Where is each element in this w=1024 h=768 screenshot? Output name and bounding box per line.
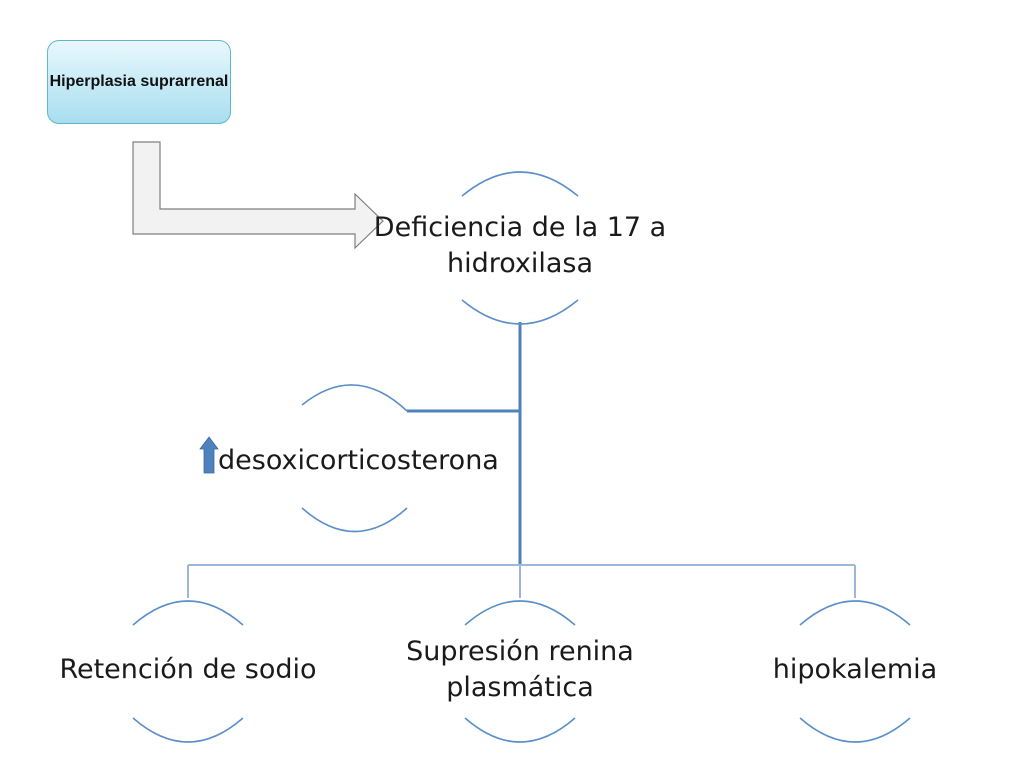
- effect-center-arc-bottom: [464, 717, 576, 743]
- effect-left-arc-bottom: [132, 717, 244, 743]
- up-arrow-icon: [199, 436, 219, 474]
- start-node-hiperplasia: Hiperplasia suprarrenal: [47, 40, 231, 124]
- effects-bus: [187, 564, 856, 598]
- node-arcs: [132, 171, 911, 743]
- intermediate-arc-bottom: [301, 507, 408, 533]
- effect-left-arc-top: [132, 600, 244, 626]
- main-node-deficiencia: Deficiencia de la 17 a hidroxilasa: [370, 210, 670, 282]
- effect-node-supresion-renina: Supresión renina plasmática: [392, 634, 648, 706]
- effect-node-retencion-sodio: Retención de sodio: [48, 652, 328, 688]
- start-node-label: Hiperplasia suprarrenal: [49, 73, 229, 90]
- intermediate-arc-top: [301, 384, 408, 412]
- intermediate-node-label: desoxicorticosterona: [218, 445, 499, 476]
- effect-right-arc-bottom: [799, 717, 911, 743]
- main-arc-top: [461, 171, 579, 197]
- main-arc-bottom: [461, 299, 579, 325]
- effect-node-label: Supresión renina plasmática: [406, 636, 634, 703]
- connector-lines: [407, 322, 522, 565]
- effect-node-label: hipokalemia: [772, 654, 938, 685]
- effect-node-hipokalemia: hipokalemia: [740, 652, 970, 688]
- effect-node-label: Retención de sodio: [59, 654, 317, 685]
- intermediate-node-desoxicorticosterona: desoxicorticosterona: [218, 443, 508, 479]
- main-node-label: Deficiencia de la 17 a hidroxilasa: [373, 212, 667, 279]
- effect-center-arc-top: [464, 600, 576, 626]
- bent-arrow: [132, 141, 384, 250]
- effect-right-arc-top: [799, 600, 911, 626]
